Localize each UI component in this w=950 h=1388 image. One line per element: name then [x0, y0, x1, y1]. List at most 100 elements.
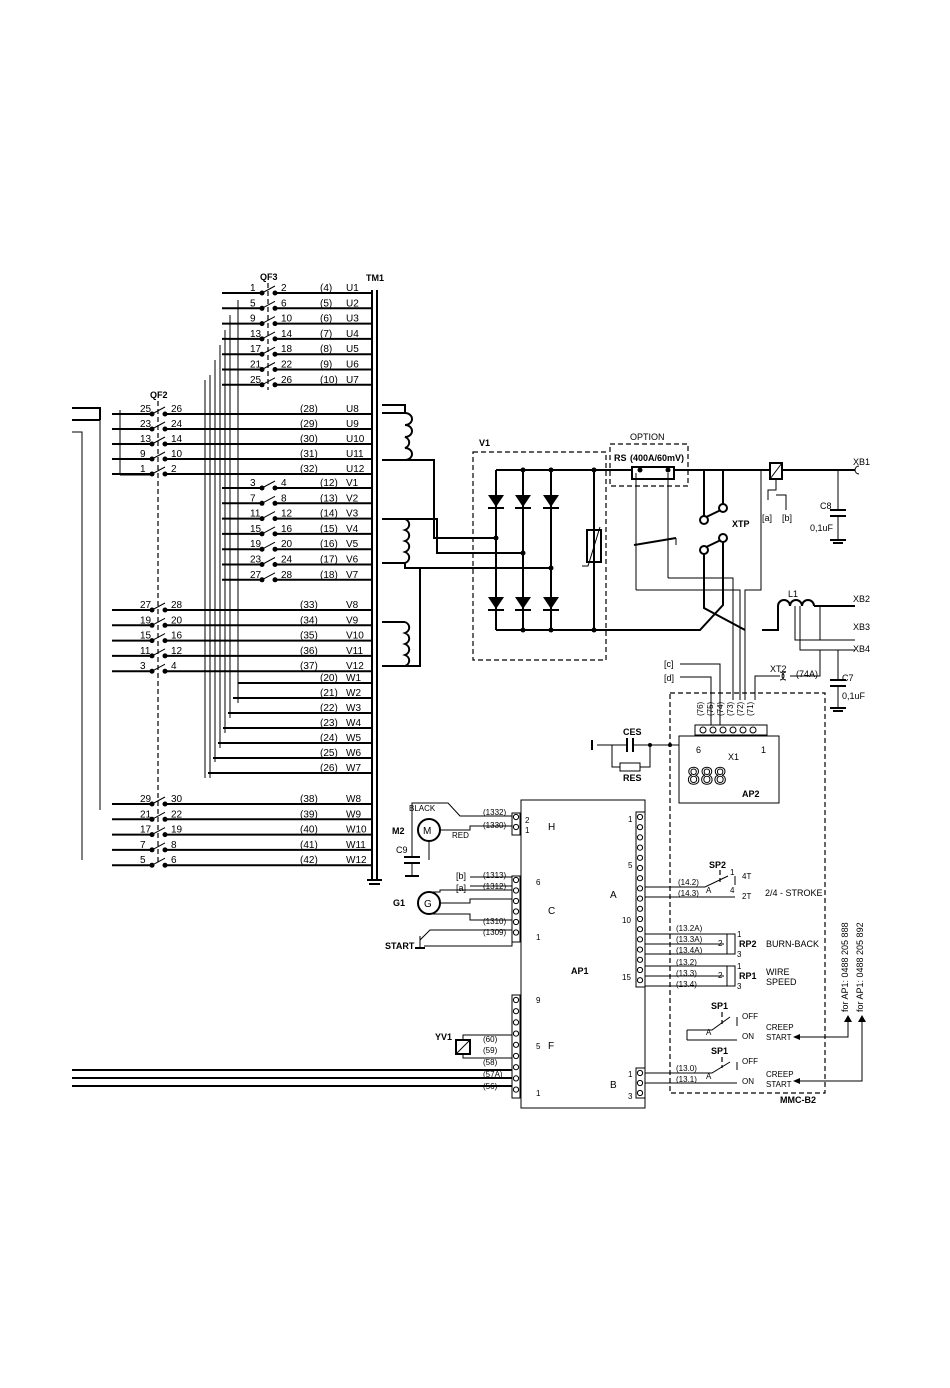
ap2-wire-3: (73) [726, 701, 735, 716]
rp2-wire-1: (13.3A) [676, 935, 703, 944]
sp1b-a: A [706, 1072, 712, 1081]
v-row-0-wire: (12) [320, 478, 338, 489]
qf2a-row-3-wire: (31) [300, 449, 318, 460]
v-row-0-pin-b: 4 [281, 478, 287, 489]
sp2-wire-0: (14.2) [678, 878, 699, 887]
ap2-wire-0: (76) [696, 701, 705, 716]
qf2c-row-2-terminal: W10 [346, 825, 367, 836]
rp1-func2: SPEED [766, 977, 797, 987]
secondary-coils [382, 412, 413, 667]
w-row-6-terminal: W7 [346, 763, 361, 774]
v-row-6-pin-b: 28 [281, 570, 293, 581]
qf2b-row-4-wire: (37) [300, 661, 318, 672]
w-row-1: (21)W2 [233, 688, 372, 699]
qf2c-row-2-wire: (40) [300, 825, 318, 836]
valve-yv1: YV1 [72, 1032, 512, 1087]
a-pin-10: 10 [622, 916, 631, 925]
ref-d: [d] [664, 673, 674, 683]
qf2a-row-4-pin-a: 1 [140, 464, 146, 475]
qf3-label: QF3 [260, 272, 278, 282]
f-wire-2: (58) [483, 1058, 498, 1067]
board-ap1: AP1 H C A F B [511, 799, 646, 1109]
sp2-func: 2/4 - STROKE [765, 888, 823, 898]
yv1-label: YV1 [435, 1032, 452, 1042]
w-row-5: (25)W6 [213, 748, 372, 759]
sp2-wire-1: (14.3) [678, 889, 699, 898]
w-row-1-terminal: W2 [346, 688, 361, 699]
pot-rp2: RP2 BURN-BACK [645, 933, 819, 955]
rp2-wire-0: (13.2A) [676, 924, 703, 933]
v-row-6-pin-a: 27 [250, 570, 262, 581]
w-row-4: (24)W5 [218, 733, 372, 744]
v-row-6-terminal: V7 [346, 570, 359, 581]
qf2b-row-2-pin-b: 16 [171, 631, 183, 642]
qf3-row-3-terminal: U4 [346, 329, 359, 340]
qf3-row-2-terminal: U3 [346, 314, 359, 325]
v-row-3-pin-a: 15 [250, 524, 262, 535]
qf2a-row-0-terminal: U8 [346, 404, 359, 415]
a-pin-15: 15 [622, 973, 631, 982]
mmc-label: MMC-B2 [780, 1095, 816, 1105]
qf2b-row-2-terminal: V10 [346, 631, 364, 642]
v-row-4-pin-a: 19 [250, 539, 262, 550]
w-row-3-wire: (23) [320, 718, 338, 729]
v-row-2-wire: (14) [320, 509, 338, 520]
f-wire-1: (59) [483, 1046, 498, 1055]
qf3-row-3-wire: (7) [320, 329, 332, 340]
qf3-row-3-pin-a: 13 [250, 329, 262, 340]
qf2a-row-1-terminal: U9 [346, 419, 359, 430]
res-label: RES [623, 773, 642, 783]
qf2c-row-4-wire: (42) [300, 855, 318, 866]
qf3-row-6-pin-b: 26 [281, 375, 293, 386]
rp2-wire-2: (13.4A) [676, 946, 703, 955]
qf3-row-0-pin-b: 2 [281, 283, 287, 294]
qf2a-row-0-pin-a: 25 [140, 404, 152, 415]
conn-h: H [548, 822, 555, 833]
v-row-3-terminal: V4 [346, 524, 359, 535]
sp1b-wire-0: (13.0) [676, 1064, 697, 1073]
sp1b-creep: CREEP [766, 1070, 794, 1079]
v-row-4-pin-b: 20 [281, 539, 293, 550]
qf2c-row-2-pin-a: 17 [140, 825, 152, 836]
l1-label: L1 [788, 589, 798, 599]
sp1a-a: A [706, 1028, 712, 1037]
output-xb1: XB1 [a] [b] C8 0,1uF [744, 457, 870, 700]
qf2c-row-1-pin-a: 21 [140, 809, 152, 820]
shunt-option: OPTION RS (400A/60mV) [594, 432, 770, 700]
qf3-row-1-wire: (5) [320, 298, 332, 309]
sp1b-off: OFF [742, 1057, 758, 1066]
c7-value: 0,1uF [842, 691, 866, 701]
sp2-a: A [706, 886, 712, 895]
qf2b-row-1-pin-b: 20 [171, 615, 183, 626]
qf2a-row-4-pin-b: 2 [171, 464, 177, 475]
ref-b-1: [b] [782, 513, 792, 523]
rp2-pin-3: 3 [737, 950, 742, 959]
c-pin-1: 1 [536, 933, 541, 942]
ref-a-1: [a] [762, 513, 772, 523]
tm1-label: TM1 [366, 273, 384, 283]
option-label: OPTION [630, 432, 665, 442]
m2-label: M2 [392, 826, 405, 836]
qf2c-row-4-pin-b: 6 [171, 855, 177, 866]
c8-value: 0,1uF [810, 523, 834, 533]
qf2c-row-0-terminal: W8 [346, 794, 361, 805]
qf2a-row-2-pin-b: 14 [171, 434, 183, 445]
v-row-3-pin-b: 16 [281, 524, 293, 535]
connector-xtp: XTP [594, 470, 750, 631]
b-pin-3: 3 [628, 1092, 633, 1101]
v-row-2-pin-a: 11 [250, 509, 261, 520]
xb3-label: XB3 [853, 622, 870, 632]
rp1-func1: WIRE [766, 967, 790, 977]
mmc-b2-box: MMC-B2 [669, 692, 826, 1105]
qf3-row-1-pin-a: 5 [250, 298, 256, 309]
g-symbol: G [424, 899, 432, 910]
qf2b-row-3-wire: (36) [300, 646, 318, 657]
start-label: START [385, 941, 415, 951]
